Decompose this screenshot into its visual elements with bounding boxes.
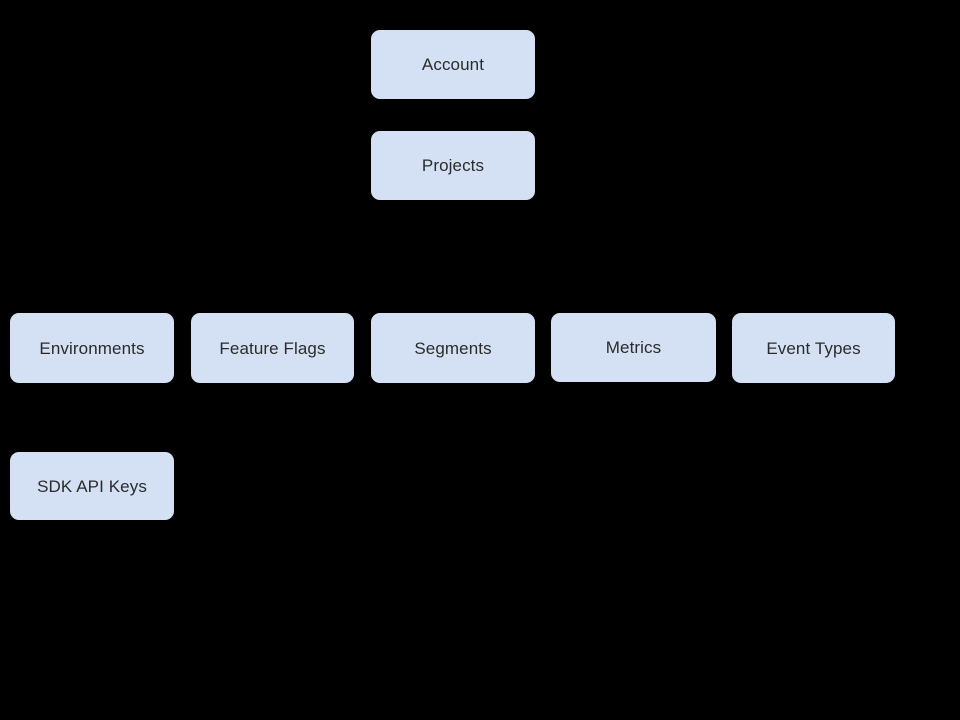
edge-projects-to-metrics [452, 200, 634, 313]
node-metrics[interactable]: Metrics [551, 313, 716, 382]
node-account[interactable]: Account [371, 30, 535, 99]
node-label-environments: Environments [39, 338, 145, 358]
node-label-account: Account [421, 55, 485, 74]
node-label-projects: Projects [421, 156, 485, 175]
node-environments[interactable]: Environments [10, 313, 174, 383]
node-event-types[interactable]: Event Types [732, 313, 895, 383]
edge-projects-to-event-types [452, 200, 814, 313]
edge-projects-to-environments [91, 200, 454, 313]
node-sdk-api-keys[interactable]: SDK API Keys [10, 452, 174, 520]
node-segments[interactable]: Segments [371, 313, 535, 383]
node-label-metrics: Metrics [605, 338, 662, 357]
node-projects[interactable]: Projects [371, 131, 535, 200]
node-label-feature-flags: Feature Flags [219, 338, 326, 358]
node-feature-flags[interactable]: Feature Flags [191, 313, 354, 383]
node-label-segments: Segments [414, 338, 492, 358]
edge-projects-to-feature-flags [272, 200, 454, 313]
node-label-sdk-api-keys: SDK API Keys [37, 476, 147, 496]
node-label-event-types: Event Types [766, 338, 861, 358]
